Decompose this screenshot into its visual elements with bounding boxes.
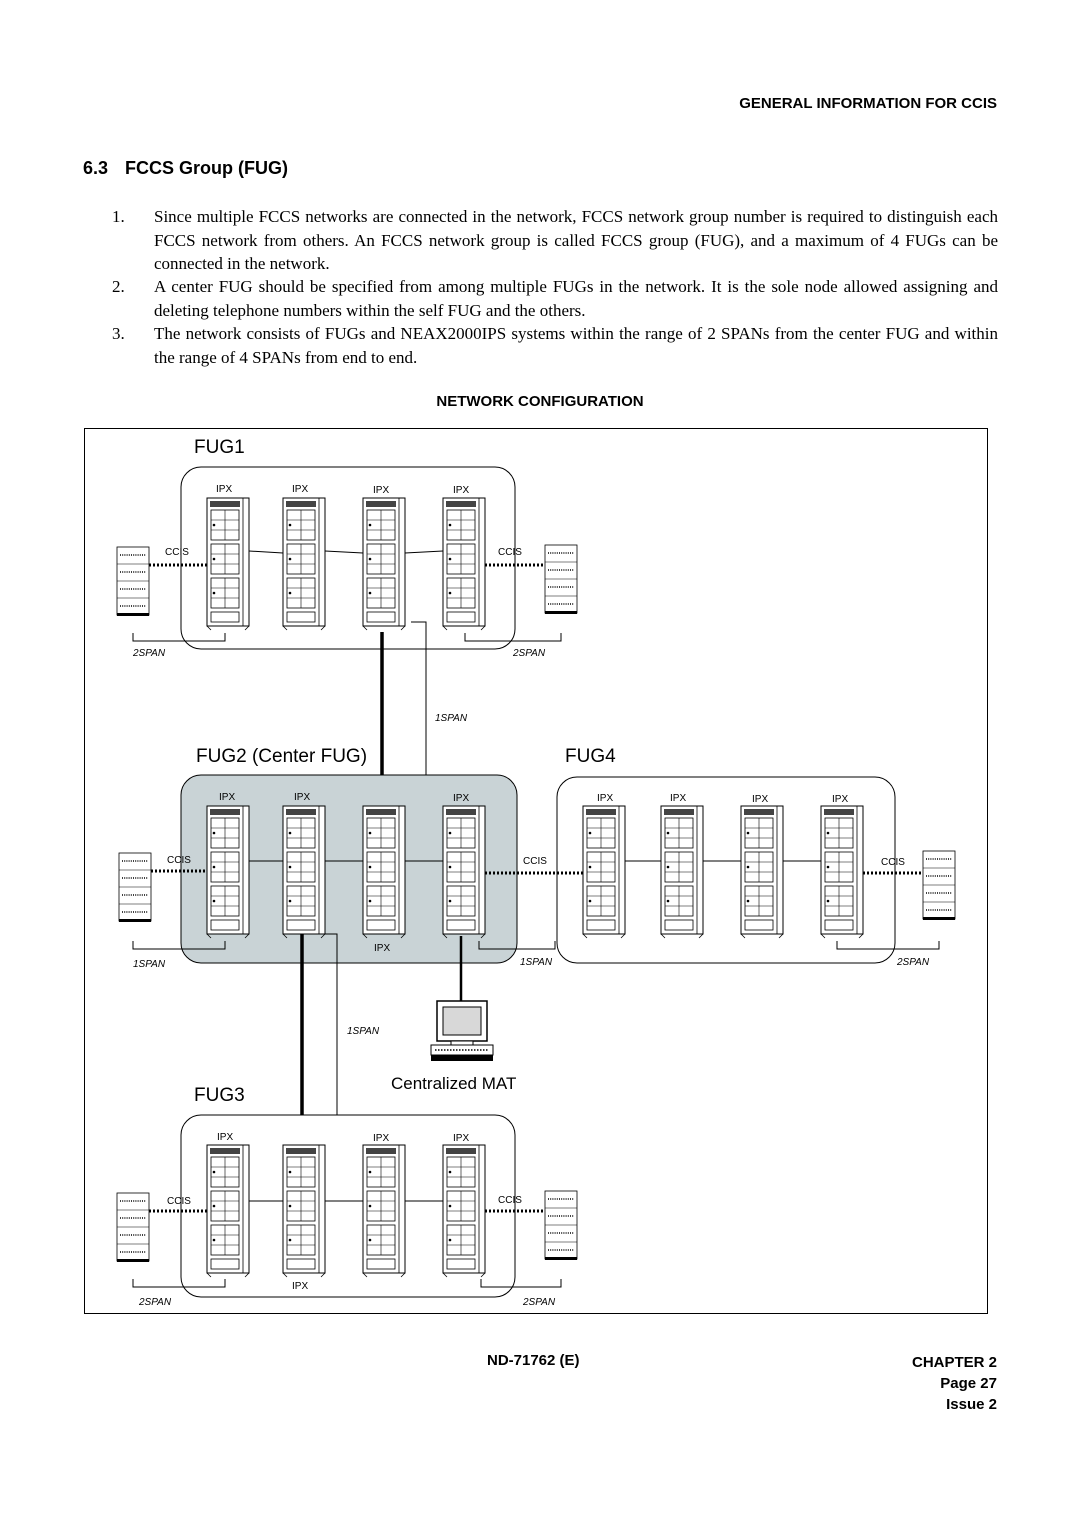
paragraph-2: 2. A center FUG should be specified from … xyxy=(112,275,998,322)
paragraph-text: A center FUG should be specified from am… xyxy=(154,277,998,320)
neax-pbx xyxy=(544,544,578,615)
fug2-boundary xyxy=(180,774,518,964)
span-label: 1SPAN xyxy=(133,959,166,970)
page-number: Page 27 xyxy=(940,1375,997,1392)
span-bracket xyxy=(132,633,226,642)
fug1-boundary xyxy=(180,466,516,650)
fug2-group: FUG2 (Center FUG) IPX IPX IPX IPX CCIS 1… xyxy=(118,746,518,970)
span-label: 2SPAN xyxy=(522,1297,556,1308)
ipx-rack xyxy=(820,805,864,939)
ipx-label: IPX xyxy=(453,793,469,804)
fug4-title: FUG4 xyxy=(565,746,616,767)
ipx-rack xyxy=(442,497,486,631)
ipx-label: IPX xyxy=(832,794,848,805)
ipx-rack xyxy=(740,805,784,939)
ipx-label: IPX xyxy=(670,793,686,804)
section-title-text: FCCS Group (FUG) xyxy=(125,158,288,178)
span-label: 2SPAN xyxy=(138,1297,172,1308)
paragraph-text: The network consists of FUGs and NEAX200… xyxy=(154,324,998,367)
section-title: 6.3 FCCS Group (FUG) xyxy=(83,158,288,179)
ipx-label: IPX xyxy=(597,793,613,804)
ccis-label: CCIS xyxy=(498,547,522,558)
span-label: 2SPAN xyxy=(896,957,930,968)
ipx-rack xyxy=(362,497,406,631)
fug1-title: FUG1 xyxy=(194,437,245,458)
paragraph-1: 1. Since multiple FCCS networks are conne… xyxy=(112,205,998,276)
span-label: 2SPAN xyxy=(512,648,546,659)
ipx-rack xyxy=(282,497,326,631)
paragraph-number: 1. xyxy=(112,207,125,226)
ipx-label: IPX xyxy=(292,1281,308,1292)
centralized-mat: Centralized MAT xyxy=(391,936,516,1093)
fug1-group: FUG1 IPX IPX IPX IPX CCIS CCIS 2SPAN 2SP… xyxy=(116,437,578,659)
ccis-label: CCIS xyxy=(165,547,189,558)
span-bracket xyxy=(132,941,226,950)
ipx-label: IPX xyxy=(374,943,390,954)
mat-label: Centralized MAT xyxy=(391,1074,516,1093)
figure-heading: NETWORK CONFIGURATION xyxy=(436,393,644,410)
neax-pbx xyxy=(922,850,956,921)
fug3-boundary xyxy=(180,1114,516,1298)
ccis-label: CCIS xyxy=(498,1195,522,1206)
span-bracket xyxy=(480,1279,562,1288)
document-id: ND-71762 (E) xyxy=(487,1352,580,1369)
ipx-label: IPX xyxy=(453,1133,469,1144)
span-bracket xyxy=(464,633,562,642)
ccis-label: CCIS xyxy=(167,855,191,866)
ipx-label: IPX xyxy=(292,484,308,495)
neax-pbx xyxy=(544,1190,578,1261)
ipx-rack xyxy=(660,805,704,939)
neax-pbx xyxy=(116,546,150,617)
paragraph-number: 2. xyxy=(112,277,125,296)
paragraph-number: 3. xyxy=(112,324,125,343)
ipx-rack xyxy=(442,1144,486,1278)
chapter-info: CHAPTER 2 Page 27 Issue 2 xyxy=(912,1352,997,1415)
ipx-rack xyxy=(442,805,486,939)
ipx-label: IPX xyxy=(216,484,232,495)
paragraph-text: Since multiple FCCS networks are connect… xyxy=(154,207,998,273)
ipx-rack xyxy=(206,497,250,631)
ipx-rack xyxy=(362,805,406,939)
ccis-label: CCIS xyxy=(523,856,547,867)
neax-pbx xyxy=(116,1192,150,1263)
paragraph-3: 3. The network consists of FUGs and NEAX2… xyxy=(112,322,998,369)
span-label: 1SPAN xyxy=(520,957,553,968)
ipx-rack xyxy=(206,1144,250,1278)
ipx-rack xyxy=(362,1144,406,1278)
ccis-label: CCIS xyxy=(881,857,905,868)
ipx-label: IPX xyxy=(294,792,310,803)
ipx-label: IPX xyxy=(219,792,235,803)
fug3-group: FUG3 IPX IPX IPX IPX CCIS CCIS 2SPAN 2SP… xyxy=(116,1085,578,1308)
ipx-label: IPX xyxy=(373,485,389,496)
span-bracket xyxy=(478,941,556,950)
running-header: GENERAL INFORMATION FOR CCIS xyxy=(739,95,997,112)
ipx-label: IPX xyxy=(752,794,768,805)
ipx-rack xyxy=(206,805,250,939)
chapter-label: CHAPTER 2 xyxy=(911,1354,997,1371)
fug2-title: FUG2 (Center FUG) xyxy=(196,746,367,767)
span-bracket xyxy=(836,941,940,950)
ipx-label: IPX xyxy=(373,1133,389,1144)
ipx-label: IPX xyxy=(217,1132,233,1143)
ipx-rack xyxy=(582,805,626,939)
neax-pbx xyxy=(118,852,152,923)
issue-number: Issue 2 xyxy=(946,1396,997,1413)
span-bracket xyxy=(132,1279,226,1288)
span-label: 1SPAN xyxy=(347,1026,380,1037)
fug4-boundary xyxy=(556,776,896,964)
ipx-rack xyxy=(282,1144,326,1278)
ipx-rack xyxy=(282,805,326,939)
span-bracket xyxy=(321,933,338,1146)
fug4-group: FUG4 IPX IPX IPX IPX CCIS CCIS 1SPAN 2SP… xyxy=(478,746,956,968)
section-number: 6.3 xyxy=(83,158,109,178)
fug3-title: FUG3 xyxy=(194,1085,245,1106)
span-label: 1SPAN xyxy=(435,713,468,724)
span-label: 2SPAN xyxy=(132,648,166,659)
network-diagram: FUG1 IPX IPX IPX IPX CCIS CCIS 2SPAN 2SP… xyxy=(84,428,988,1314)
ipx-label: IPX xyxy=(453,485,469,496)
ccis-label: CCIS xyxy=(167,1196,191,1207)
